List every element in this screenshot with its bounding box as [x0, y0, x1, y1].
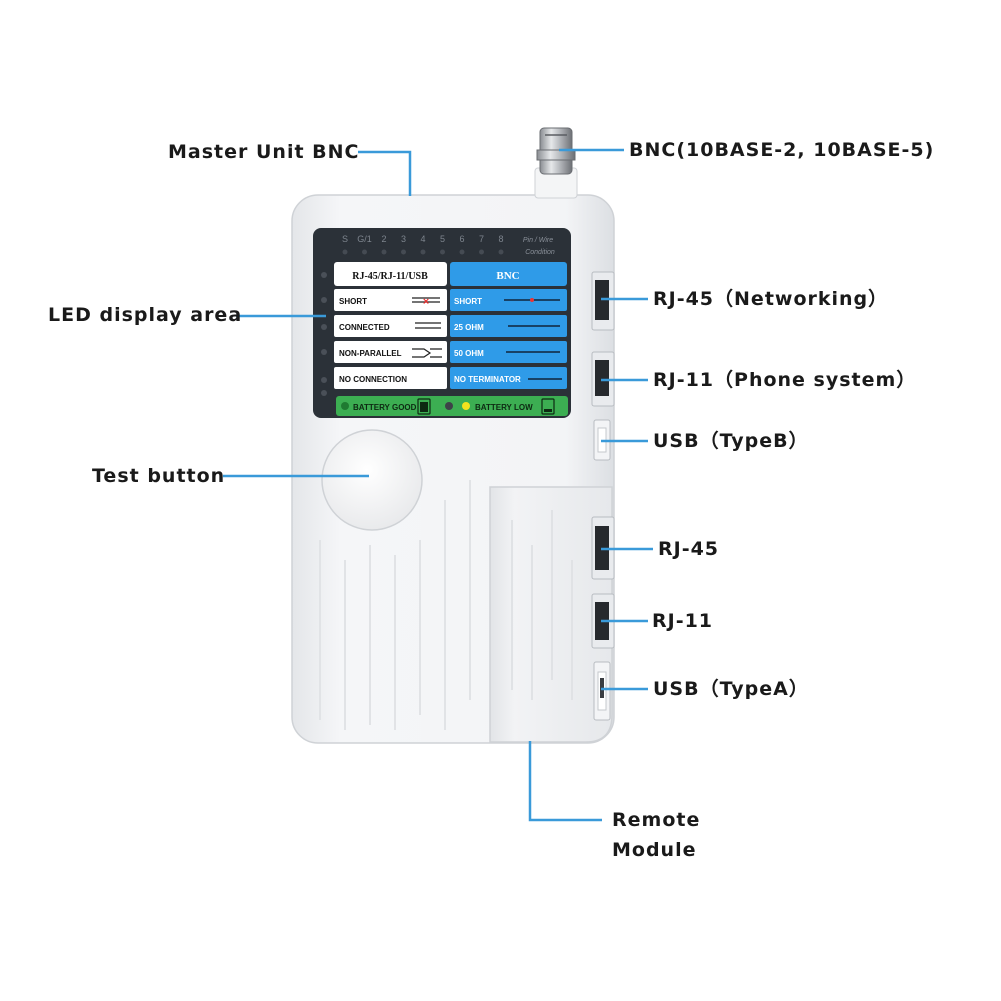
led-indicator-2 [381, 249, 387, 255]
led-number-8: 8 [498, 234, 503, 244]
bnc-connector [534, 127, 578, 199]
pin-wire-label: Pin / Wire [523, 237, 553, 244]
bnc-row-50-ohm: 50 OHM [454, 349, 484, 358]
bnc-row-no-terminator: NO TERMINATOR [454, 375, 521, 384]
leader-remote-module [528, 741, 602, 822]
condition-label: Condition [525, 249, 555, 256]
led-number-1: G/1 [357, 234, 372, 244]
led-display-panel: S G/1 2 3 4 5 6 7 8 Pin / Wire Condition RJ-45/R… [313, 228, 571, 418]
bnc-row-short: SHORT [454, 297, 482, 306]
led-indicator-1 [362, 249, 367, 255]
callout-usb-typea: USB（TypeA） [653, 678, 809, 700]
led-number-2: 2 [381, 234, 386, 244]
callout-led-display-area: LED display area [48, 304, 243, 326]
callout-rj45-networking: RJ-45（Networking） [653, 288, 889, 310]
rj-panel-header [334, 262, 447, 286]
led-number-4: 4 [420, 234, 425, 244]
led-number-row: S G/1 2 3 4 5 6 7 8 [342, 234, 504, 255]
rj45-networking-port [591, 271, 615, 331]
callout-rj11-phone-system: RJ-11（Phone system） [653, 369, 917, 391]
rj-row-non-parallel: NON-PARALLEL [339, 349, 402, 358]
bnc-row-25-ohm: 25 OHM [454, 323, 484, 332]
led-number-5: 5 [440, 234, 445, 244]
led-indicator-7 [479, 249, 484, 255]
battery-good-label: BATTERY GOOD [353, 403, 417, 412]
battery-low-led [462, 402, 470, 410]
led-number-6: 6 [459, 234, 464, 244]
callout-usb-typeb: USB（TypeB） [653, 430, 809, 452]
callout-lines [223, 148, 653, 822]
led-indicator-4 [420, 249, 426, 255]
rj-row-no-connection: NO CONNECTION [339, 375, 407, 384]
led-number-7: 7 [479, 234, 484, 244]
remote-module [489, 486, 613, 743]
svg-text:×: × [422, 297, 430, 307]
usb-typea-port [593, 661, 611, 721]
battery-good-led [341, 402, 349, 410]
led-number-0: S [342, 234, 348, 244]
battery-full-icon [417, 398, 431, 415]
callout-master-unit-bnc: Master Unit BNC [168, 141, 360, 163]
bnc-panel-header [450, 262, 567, 286]
battery-low-icon [541, 398, 555, 415]
led-indicator-6 [459, 249, 465, 255]
callout-remote-module-line2: Module [612, 839, 697, 861]
callout-rj45-remote: RJ-45 [658, 538, 720, 560]
callout-rj11-remote: RJ-11 [652, 610, 714, 632]
rj-panel-header-label: RJ-45/RJ-11/USB [352, 271, 428, 282]
led-number-3: 3 [401, 234, 406, 244]
led-indicator-0 [342, 249, 348, 255]
bnc-panel-header-label: BNC [496, 270, 519, 282]
rj-row-short: SHORT [339, 297, 367, 306]
callout-remote-module-line1: Remote [612, 809, 701, 831]
led-indicator-5 [440, 249, 445, 255]
led-indicator-3 [401, 249, 406, 255]
callout-test-button: Test button [92, 465, 226, 487]
test-button[interactable] [321, 429, 423, 531]
rj-row-connected: CONNECTED [339, 323, 390, 332]
leader-master-bnc [358, 150, 412, 196]
led-indicator-8 [498, 249, 504, 255]
callout-bnc-standard: BNC(10BASE-2, 10BASE-5) [629, 139, 935, 161]
battery-low-label: BATTERY LOW [475, 403, 533, 412]
